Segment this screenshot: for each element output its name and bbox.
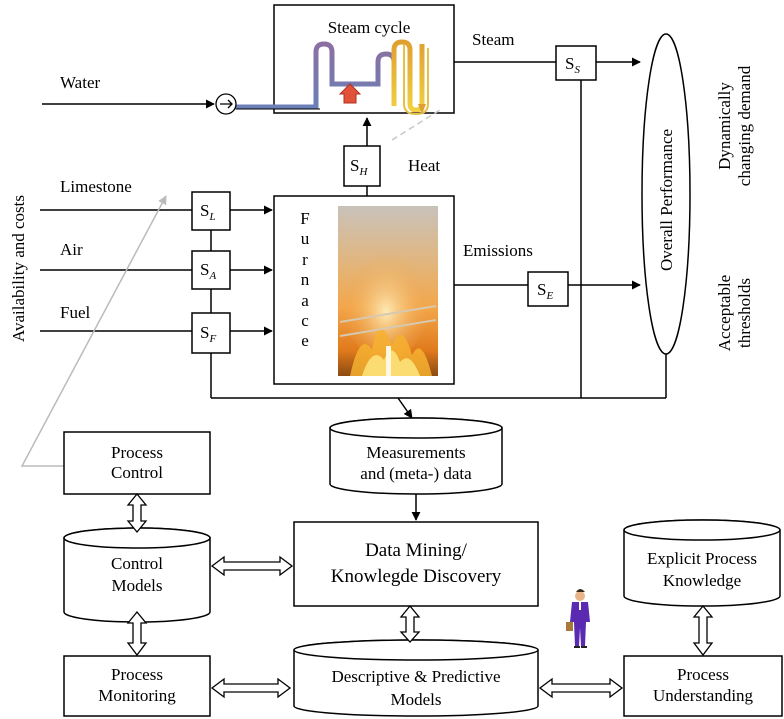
descriptive-models-cylinder (293, 639, 539, 717)
furnace-letters: F u r n a c e (300, 209, 309, 350)
dynamic-demand-label-1: Dynamically (715, 82, 734, 170)
process-control-box (63, 431, 211, 495)
svg-text:SS: SS (565, 54, 580, 76)
svg-text:SL: SL (200, 201, 216, 223)
acceptable-label-1: Acceptable (715, 275, 734, 351)
svg-text:SF: SF (200, 323, 216, 345)
svg-text:SA: SA (200, 260, 216, 282)
svg-text:F: F (300, 209, 309, 228)
process-monitoring-box (63, 655, 211, 717)
svg-text:a: a (301, 291, 309, 310)
measurements-label-1: Measurements (366, 443, 465, 462)
svg-text:SH: SH (350, 156, 368, 178)
data-mining-label-2: Knowlegde Discovery (331, 566, 502, 587)
svg-text:r: r (302, 250, 308, 269)
acceptable-label-2: thresholds (735, 278, 754, 348)
limestone-label: Limestone (60, 177, 132, 196)
process-control-label-1: Process (111, 443, 163, 462)
explicit-knowledge-label-1: Explicit Process (647, 549, 757, 568)
process-control-label-2: Control (111, 463, 163, 482)
control-models-label-2: Models (112, 576, 163, 595)
explicit-knowledge-label-2: Knowledge (663, 571, 741, 590)
fuel-label: Fuel (60, 303, 91, 322)
process-understanding-label-1: Process (677, 665, 729, 684)
svg-text:u: u (301, 229, 310, 248)
double-arrows (126, 492, 714, 699)
emissions-label: Emissions (463, 241, 533, 260)
steam-cycle-label: Steam cycle (328, 18, 411, 37)
data-mining-label-1: Data Mining/ (365, 540, 468, 561)
overall-performance-label: Overall Performance (657, 129, 676, 271)
steam-label: Steam (472, 30, 515, 49)
furnace-fire-image (338, 206, 438, 376)
descriptive-models-label-2: Models (391, 690, 442, 709)
svg-text:e: e (301, 331, 309, 350)
process-understanding-label-2: Understanding (653, 686, 754, 705)
control-models-cylinder (63, 527, 211, 623)
sensor-steam (555, 45, 597, 81)
descriptive-models-label-1: Descriptive & Predictive (331, 667, 500, 686)
heat-label: Heat (408, 156, 440, 175)
sensor-heat (343, 145, 381, 187)
data-mining-box (293, 521, 539, 607)
explicit-knowledge-cylinder (623, 519, 781, 607)
measurements-cylinder (329, 417, 503, 495)
measurements-label-2: and (meta-) data (360, 464, 472, 483)
svg-text:SE: SE (537, 280, 553, 302)
svg-text:c: c (301, 311, 309, 330)
person-icon (566, 589, 590, 648)
process-monitoring-label-2: Monitoring (98, 686, 176, 705)
process-monitoring-label-1: Process (111, 665, 163, 684)
sensor-emissions (527, 271, 569, 307)
sensor-limestone (191, 191, 231, 231)
control-models-label-1: Control (111, 554, 163, 573)
availability-label: Availability and costs (9, 195, 28, 342)
dynamic-demand-label-2: changing demand (735, 65, 754, 186)
steam-cycle-pipes (226, 39, 429, 116)
svg-text:n: n (301, 270, 310, 289)
water-label: Water (60, 73, 100, 92)
air-label: Air (60, 240, 83, 259)
